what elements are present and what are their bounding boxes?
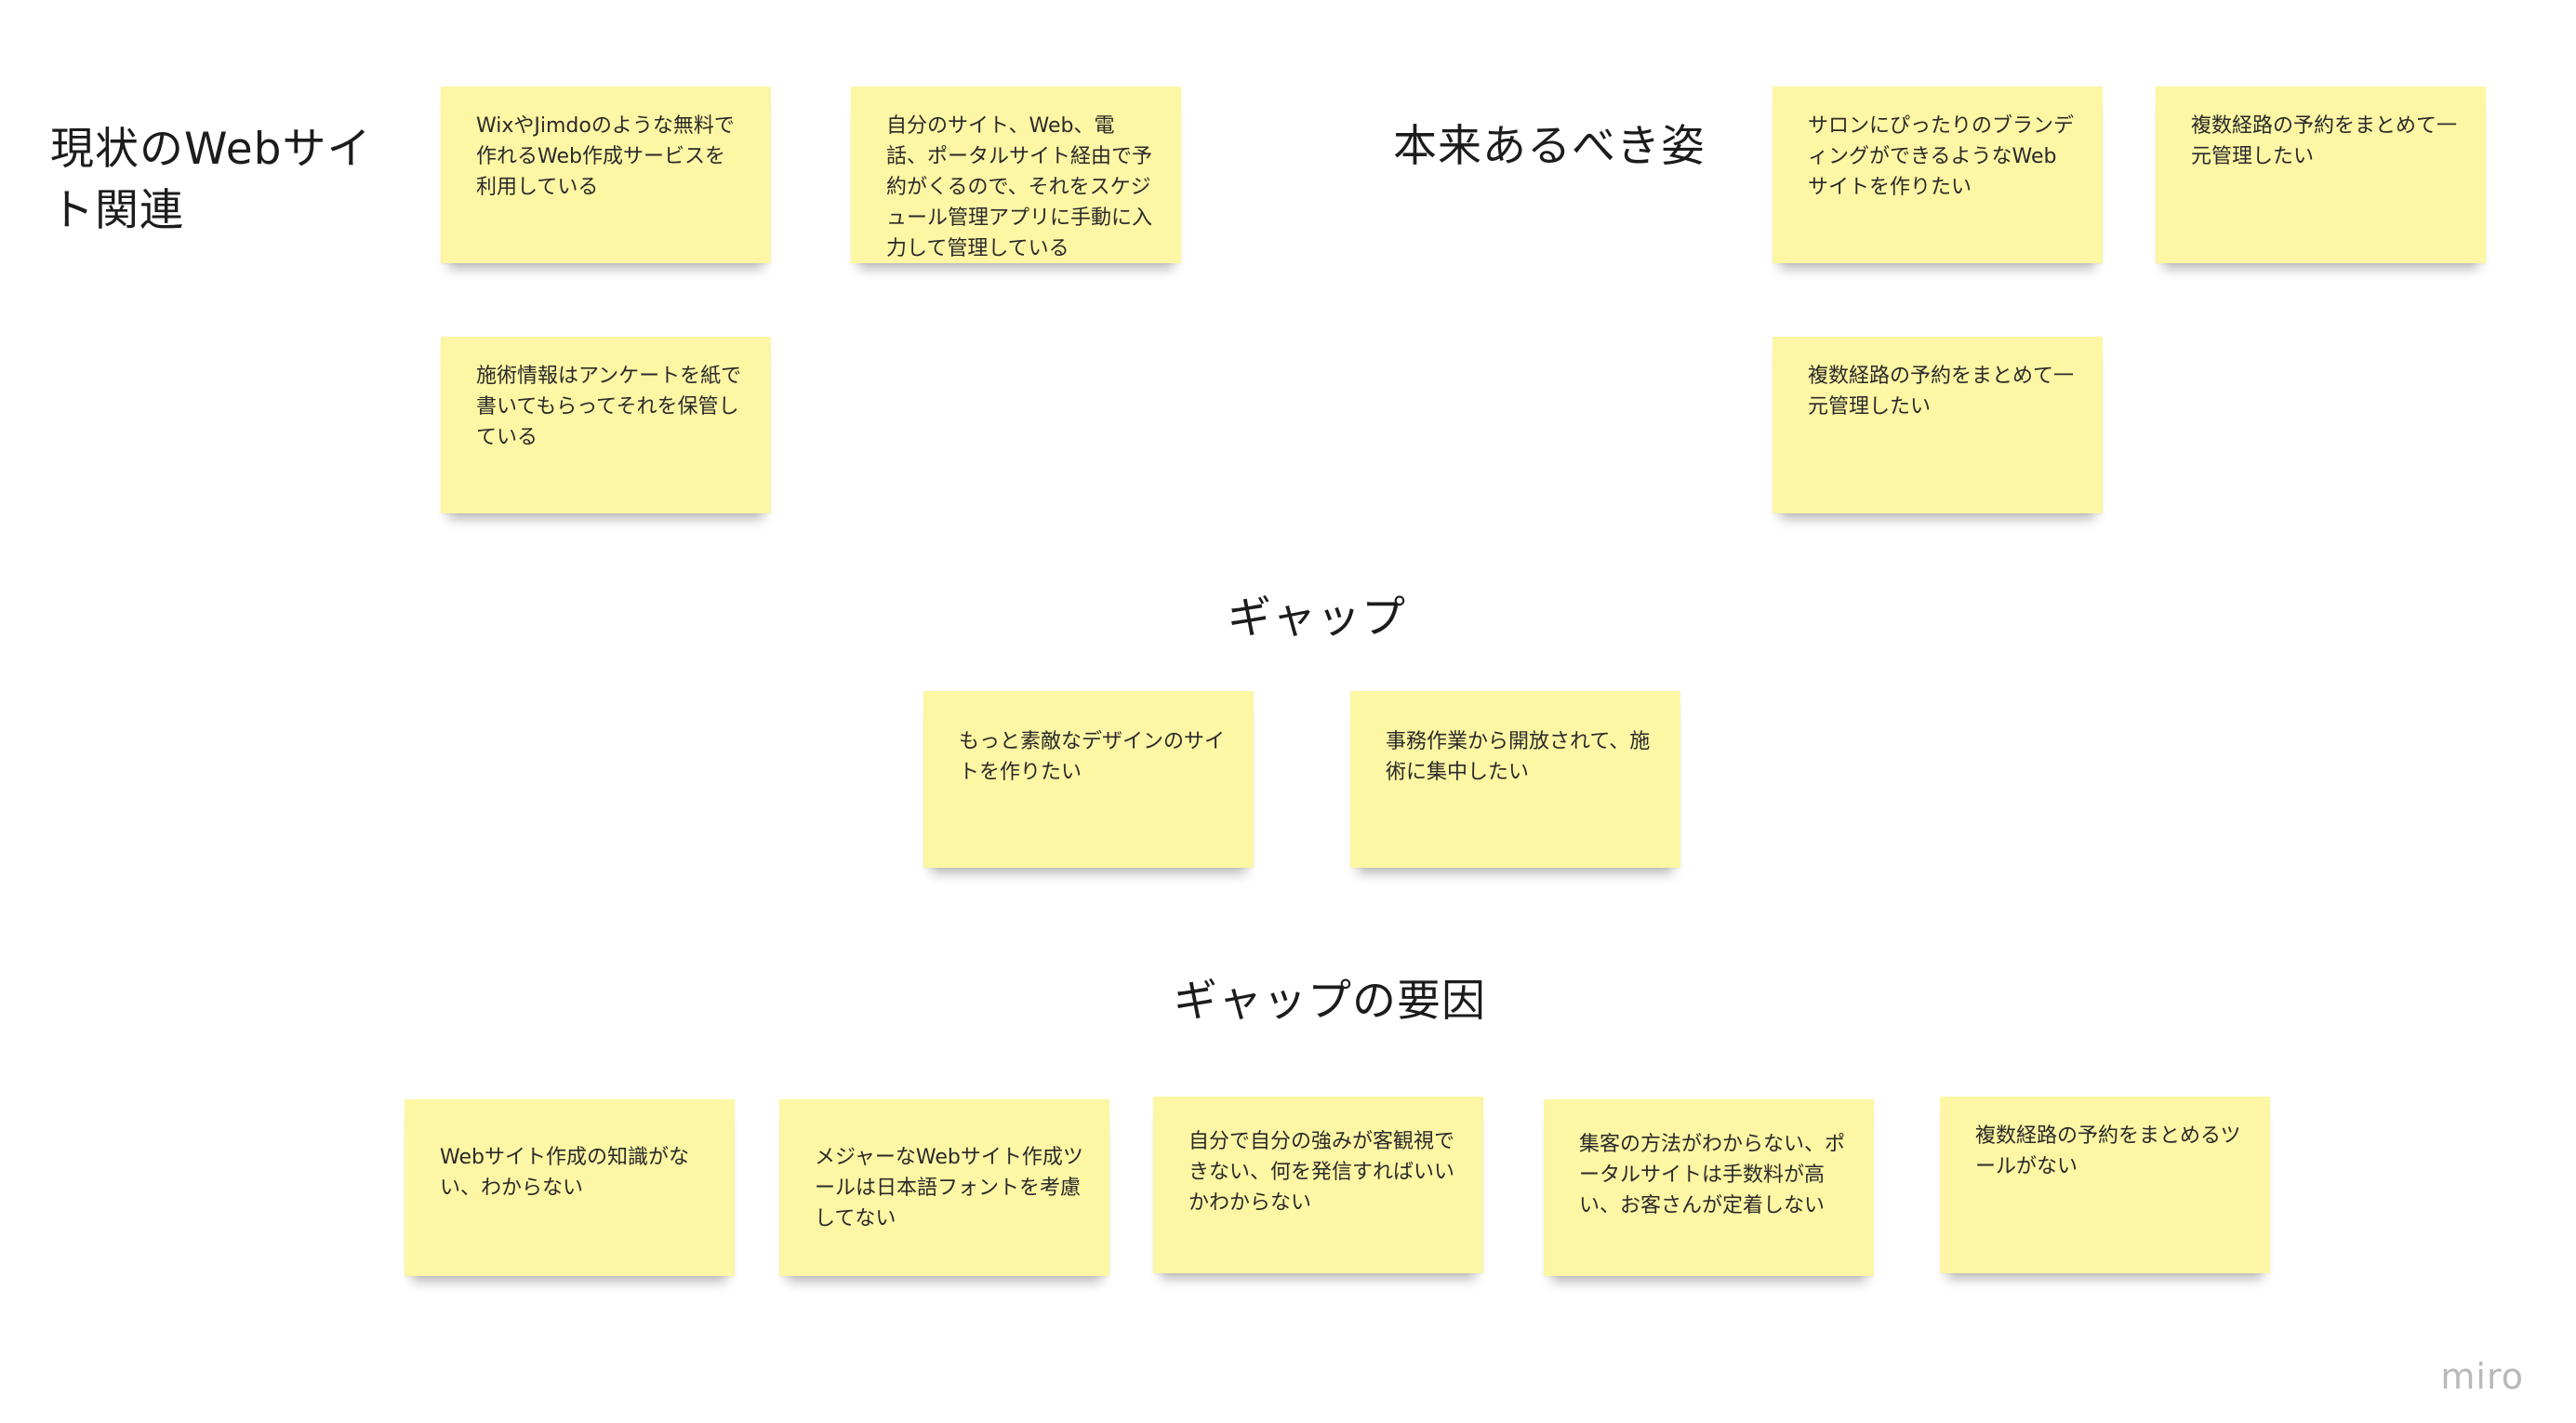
sticky-note-text: 集客の方法がわからない、ポータルサイトは手数料が高い、お客さんが定着しない [1579, 1133, 1846, 1217]
sticky-note-text: Webサイト作成の知識がない、わからない [440, 1146, 689, 1200]
sticky-note-text: 複数経路の予約をまとめるツールがない [1975, 1124, 2241, 1178]
sticky-note-text: 事務作業から開放されて、施術に集中したい [1386, 730, 1651, 784]
heading-current-website[interactable]: 現状のWebサイ ト関連 [50, 124, 372, 236]
sticky-note-text: メジャーなWebサイト作成ツールは日本語フォントを考慮してない [815, 1146, 1083, 1230]
heading-gap-causes[interactable]: ギャップの要因 [1174, 976, 1486, 1027]
sticky-note-cause-5[interactable]: 複数経路の予約をまとめるツールがない [1940, 1097, 2270, 1273]
heading-gap[interactable]: ギャップ [1228, 592, 1406, 644]
sticky-note-current-1[interactable]: WixやJimdoのような無料で作れるWeb作成サービスを利用している [441, 86, 771, 263]
sticky-note-text: 自分で自分の強みが客観視できない、何を発信すればいいかわからない [1188, 1130, 1455, 1215]
sticky-note-text: 複数経路の予約をまとめて一元管理したい [2191, 114, 2458, 168]
sticky-note-text: WixやJimdoのような無料で作れるWeb作成サービスを利用している [476, 114, 735, 199]
miro-watermark-logo: miro [2440, 1356, 2524, 1397]
sticky-note-text: サロンにぴったりのブランディングができるようなWebサイトを作りたい [1808, 114, 2075, 199]
sticky-note-current-3[interactable]: 施術情報はアンケートを紙で書いてもらってそれを保管している [441, 337, 771, 513]
sticky-note-cause-4[interactable]: 集客の方法がわからない、ポータルサイトは手数料が高い、お客さんが定着しない [1544, 1099, 1874, 1276]
sticky-note-gap-2[interactable]: 事務作業から開放されて、施術に集中したい [1350, 691, 1680, 868]
heading-ideal-state[interactable]: 本来あるべき姿 [1393, 121, 1706, 172]
sticky-note-text: もっと素敵なデザインのサイトを作りたい [959, 730, 1226, 784]
sticky-note-text: 施術情報はアンケートを紙で書いてもらってそれを保管している [476, 365, 742, 449]
sticky-note-cause-3[interactable]: 自分で自分の強みが客観視できない、何を発信すればいいかわからない [1153, 1097, 1483, 1273]
sticky-note-current-2[interactable]: 自分のサイト、Web、電話、ポータルサイト経由で予約がくるので、それをスケジュー… [851, 86, 1181, 263]
sticky-note-text: 複数経路の予約をまとめて一元管理したい [1808, 365, 2075, 419]
sticky-note-gap-1[interactable]: もっと素敵なデザインのサイトを作りたい [923, 691, 1254, 868]
sticky-note-ideal-1[interactable]: サロンにぴったりのブランディングができるようなWebサイトを作りたい [1773, 86, 2103, 263]
sticky-note-cause-2[interactable]: メジャーなWebサイト作成ツールは日本語フォントを考慮してない [779, 1099, 1109, 1276]
sticky-note-cause-1[interactable]: Webサイト作成の知識がない、わからない [405, 1099, 735, 1276]
sticky-note-ideal-3[interactable]: 複数経路の予約をまとめて一元管理したい [1773, 337, 2103, 513]
sticky-note-ideal-2[interactable]: 複数経路の予約をまとめて一元管理したい [2156, 86, 2486, 263]
sticky-note-text: 自分のサイト、Web、電話、ポータルサイト経由で予約がくるので、それをスケジュー… [886, 114, 1153, 260]
